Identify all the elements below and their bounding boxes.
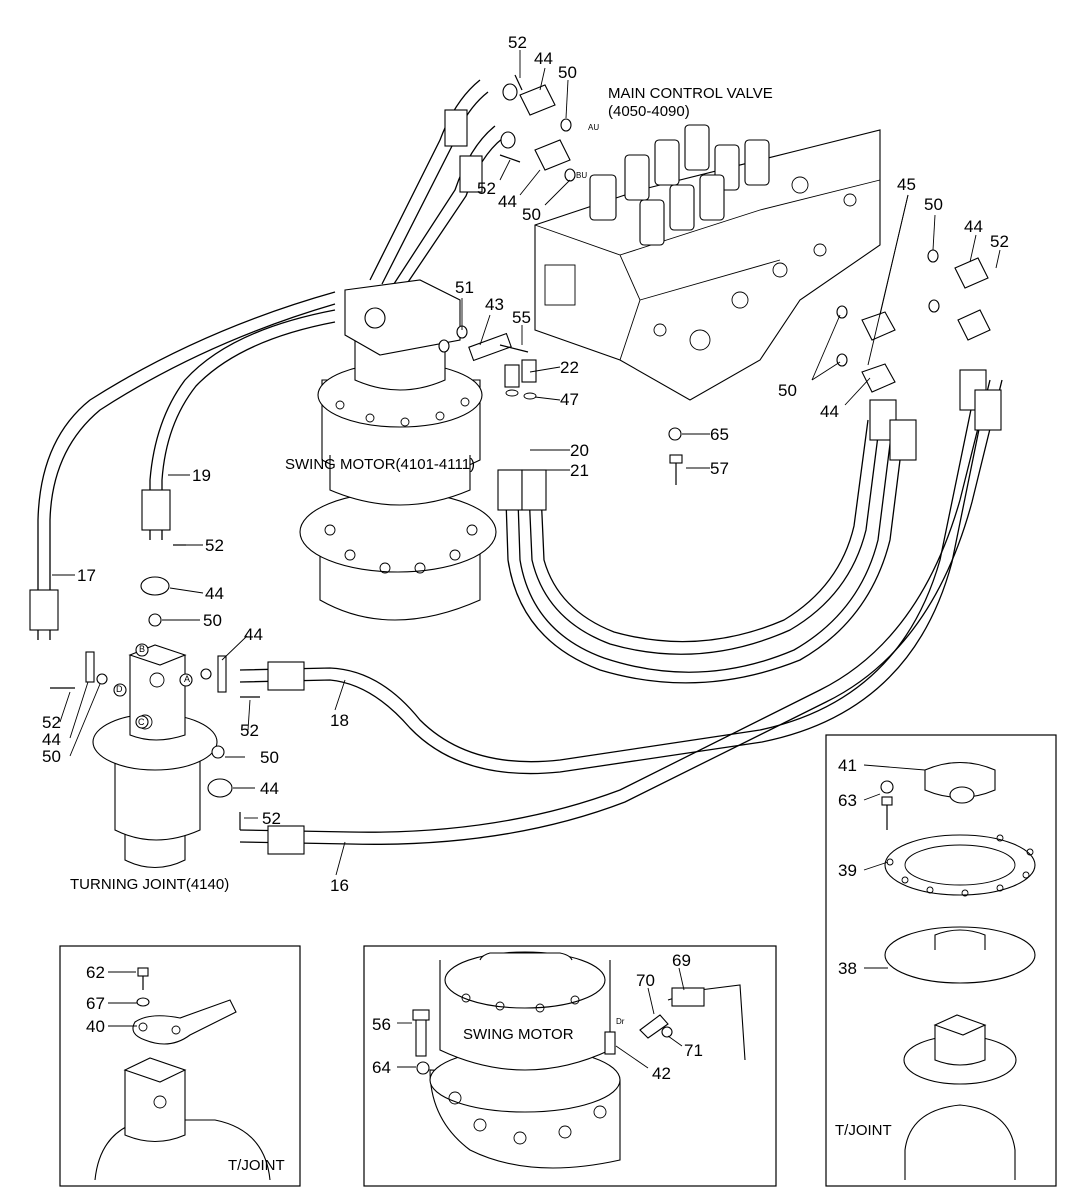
main-control-valve-ref: (4050-4090) — [608, 103, 690, 120]
inset-swing-motor-label: SWING MOTOR — [463, 1026, 574, 1043]
port-au: AU — [588, 123, 599, 132]
callout-52: 52 — [205, 536, 224, 555]
callout-65: 65 — [710, 425, 729, 444]
inset-swing-motor-frame — [363, 945, 777, 1187]
callout-20: 20 — [570, 441, 589, 460]
callout-67: 67 — [86, 994, 105, 1013]
tjoint-right-label: T/JOINT — [835, 1122, 892, 1139]
port-bu: BU — [576, 171, 587, 180]
callout-56: 56 — [372, 1015, 391, 1034]
callout-69: 69 — [672, 951, 691, 970]
inset-tjoint-cover-drawing — [863, 762, 1036, 1180]
text-labels: MAIN CONTROL VALVE (4050-4090) SWING MOT… — [70, 85, 892, 1174]
callout-52: 52 — [990, 232, 1009, 251]
leader-lines — [52, 50, 1001, 876]
callout-52: 52 — [508, 33, 527, 52]
callout-16: 16 — [330, 876, 349, 895]
callout-70: 70 — [636, 971, 655, 990]
callout-38: 38 — [838, 959, 857, 978]
callout-44: 44 — [260, 779, 279, 798]
turning-joint-label: TURNING JOINT(4140) — [70, 876, 229, 893]
callout-63: 63 — [838, 791, 857, 810]
main-control-valve-label: MAIN CONTROL VALVE — [608, 85, 773, 102]
callout-50: 50 — [203, 611, 222, 630]
callout-50: 50 — [42, 747, 61, 766]
hose-ferrules — [29, 109, 1002, 855]
callout-52: 52 — [42, 713, 61, 732]
tjoint-left-label: T/JOINT — [228, 1157, 285, 1174]
port-a: A — [184, 674, 190, 684]
callout-55: 55 — [512, 308, 531, 327]
callout-52: 52 — [240, 721, 259, 740]
callout-44: 44 — [205, 584, 224, 603]
callout-44: 44 — [534, 49, 553, 68]
callout-71: 71 — [684, 1041, 703, 1060]
callout-39: 39 — [838, 861, 857, 880]
inset-tjoint-cover-frame — [825, 734, 1057, 1187]
inset-tjoint-lock-frame — [59, 945, 301, 1187]
callout-50: 50 — [924, 195, 943, 214]
swing-motor-label: SWING MOTOR(4101-4111) — [285, 456, 475, 473]
callout-17: 17 — [77, 566, 96, 585]
callout-19: 19 — [192, 466, 211, 485]
callout-45: 45 — [897, 175, 916, 194]
callout-50: 50 — [522, 205, 541, 224]
port-c: C — [138, 717, 145, 727]
port-letters: A B C D AU BU Dr — [116, 123, 625, 1026]
callout-40: 40 — [86, 1017, 105, 1036]
callout-52: 52 — [477, 179, 496, 198]
callout-62: 62 — [86, 963, 105, 982]
callout-50: 50 — [260, 748, 279, 767]
callout-18: 18 — [330, 711, 349, 730]
callout-51: 51 — [455, 278, 474, 297]
port-d: D — [116, 684, 123, 694]
callout-44: 44 — [964, 217, 983, 236]
port-dr: Dr — [616, 1017, 625, 1026]
callout-44: 44 — [42, 730, 61, 749]
callout-43: 43 — [485, 295, 504, 314]
callout-52: 52 — [262, 809, 281, 828]
callout-42: 42 — [652, 1064, 671, 1083]
port-b: B — [139, 644, 145, 654]
swing-motor — [299, 279, 537, 621]
inset-tjoint-lock-drawing — [94, 967, 271, 1181]
hose-lines — [37, 79, 1003, 845]
mcv-flanges — [438, 74, 991, 393]
callout-50: 50 — [778, 381, 797, 400]
inset-swing-motor-drawing — [397, 951, 746, 1169]
callout-41: 41 — [838, 756, 857, 775]
callout-21: 21 — [570, 461, 589, 480]
callout-44: 44 — [498, 192, 517, 211]
main-control-valve — [534, 124, 881, 485]
callout-22: 22 — [560, 358, 579, 377]
callout-47: 47 — [560, 390, 579, 409]
callout-numbers: 52 44 50 52 44 50 45 50 44 52 51 43 55 2… — [42, 33, 1009, 1083]
callout-44: 44 — [820, 402, 839, 421]
callout-64: 64 — [372, 1058, 391, 1077]
callout-57: 57 — [710, 459, 729, 478]
callout-50: 50 — [558, 63, 577, 82]
turning-joint — [50, 544, 260, 868]
callout-44: 44 — [244, 625, 263, 644]
